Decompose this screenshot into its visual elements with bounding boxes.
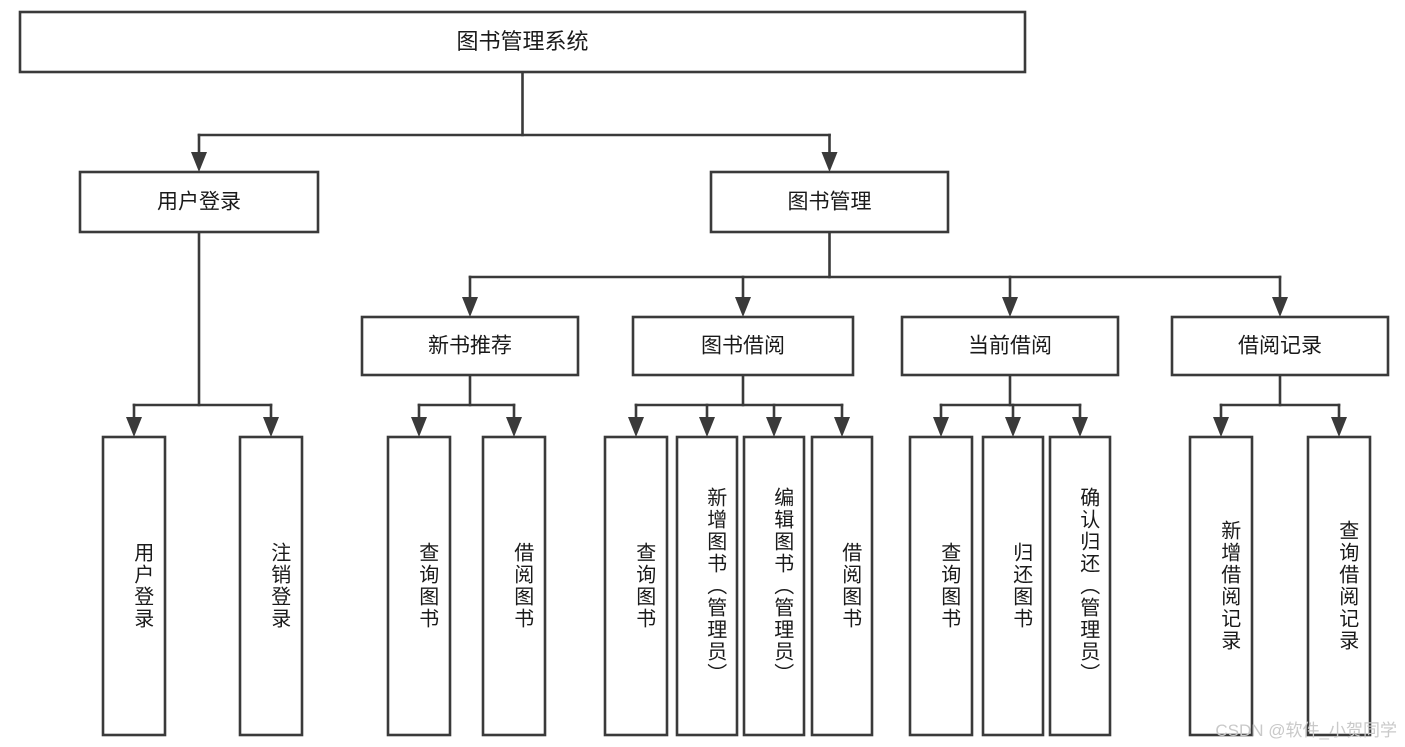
node-label: 查询图书: [633, 542, 656, 630]
node-label: 确认归还（管理员）: [1077, 487, 1100, 685]
node-level3-1[interactable]: 图书借阅: [631, 315, 855, 377]
node-leaf-10[interactable]: 确认归还（管理员）: [1048, 435, 1112, 737]
node-root-图书管理系统[interactable]: 图书管理系统: [18, 10, 1027, 74]
node-level2-1[interactable]: 图书管理: [709, 170, 950, 234]
node-label: 图书借阅: [701, 335, 785, 358]
node-level3-2[interactable]: 当前借阅: [900, 315, 1120, 377]
node-label: 查询图书: [416, 542, 439, 630]
node-label: 图书管理系统: [456, 29, 588, 54]
node-label: 归还图书: [1010, 542, 1033, 630]
node-label: 借阅图书: [511, 542, 534, 630]
node-leaf-2[interactable]: 查询图书: [386, 435, 452, 737]
node-label: 查询图书: [938, 542, 961, 630]
node-label: 新增图书（管理员）: [704, 487, 727, 685]
node-label: 用户登录: [131, 542, 154, 630]
node-leaf-9[interactable]: 归还图书: [981, 435, 1045, 737]
node-leaf-4[interactable]: 查询图书: [603, 435, 669, 737]
node-label: 借阅图书: [839, 542, 862, 630]
node-label: 新书推荐: [428, 335, 512, 358]
node-leaf-12[interactable]: 查询借阅记录: [1306, 435, 1372, 737]
node-leaf-0[interactable]: 用户登录: [101, 435, 167, 737]
node-label: 用户登录: [157, 191, 241, 214]
node-level3-0[interactable]: 新书推荐: [360, 315, 580, 377]
node-leaf-3[interactable]: 借阅图书: [481, 435, 547, 737]
node-label: 注销登录: [268, 542, 291, 630]
node-label: 编辑图书（管理员）: [771, 487, 794, 685]
connector-lines: [126, 70, 1347, 437]
node-leaf-1[interactable]: 注销登录: [238, 435, 304, 737]
node-boxes: 图书管理系统用户登录图书管理新书推荐图书借阅当前借阅借阅记录用户登录注销登录查询…: [18, 10, 1390, 737]
node-leaf-11[interactable]: 新增借阅记录: [1188, 435, 1254, 737]
node-level2-0[interactable]: 用户登录: [78, 170, 320, 234]
node-leaf-6[interactable]: 编辑图书（管理员）: [742, 435, 806, 737]
node-level3-3[interactable]: 借阅记录: [1170, 315, 1390, 377]
node-label: 借阅记录: [1238, 335, 1322, 358]
node-label: 新增借阅记录: [1218, 520, 1241, 652]
node-leaf-8[interactable]: 查询图书: [908, 435, 974, 737]
node-label: 查询借阅记录: [1336, 520, 1359, 652]
node-leaf-7[interactable]: 借阅图书: [810, 435, 874, 737]
node-label: 图书管理: [788, 191, 872, 214]
node-label: 当前借阅: [968, 335, 1052, 358]
node-leaf-5[interactable]: 新增图书（管理员）: [675, 435, 739, 737]
